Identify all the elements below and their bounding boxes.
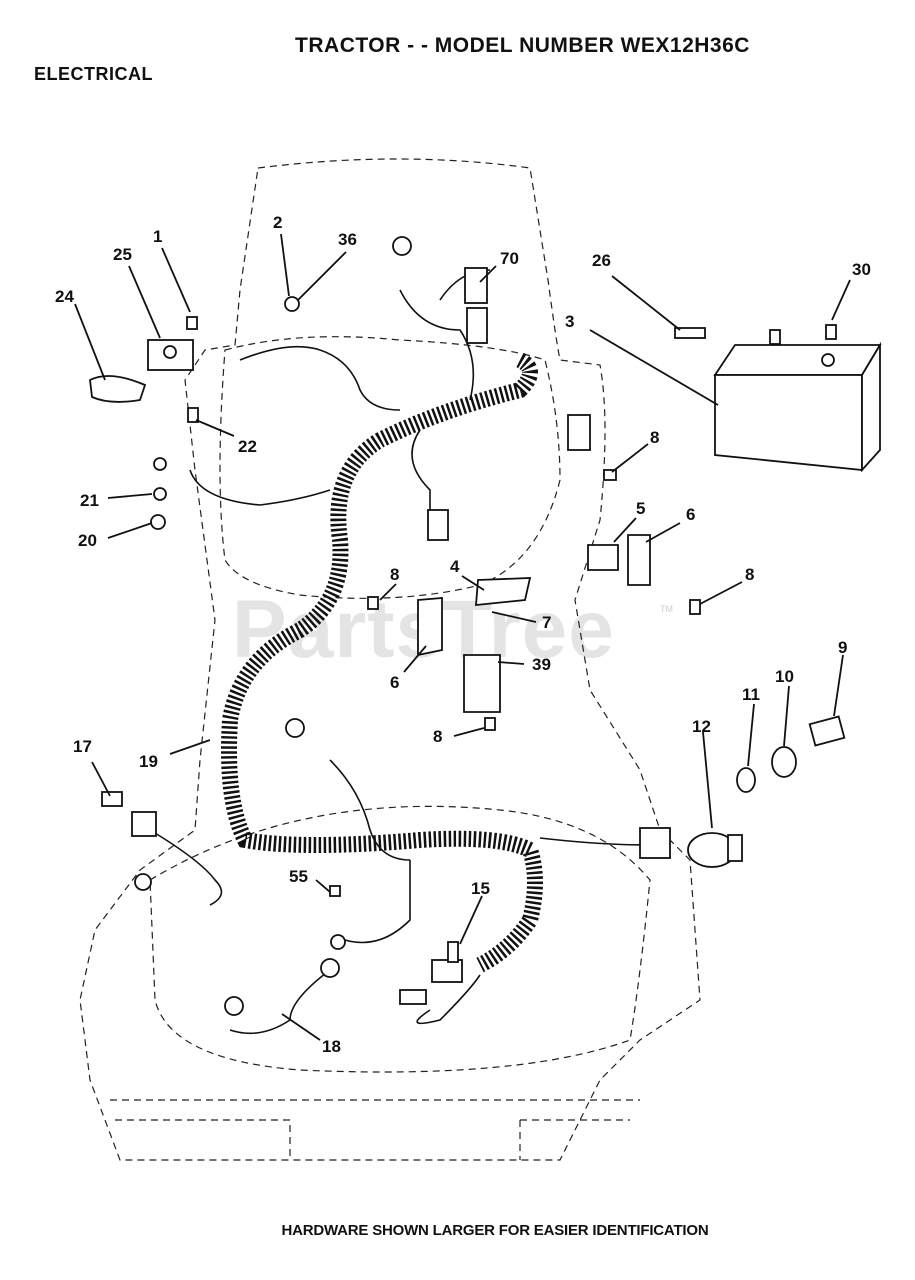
callout-20: 20 (78, 531, 97, 550)
callout-6b: 6 (390, 673, 399, 692)
callout-18: 18 (322, 1037, 341, 1056)
callout-15: 15 (471, 879, 490, 898)
callout-5: 5 (636, 499, 645, 518)
callout-labels: 1 2 3 4 5 6 6 7 8 8 8 8 9 10 11 12 15 17… (55, 213, 871, 1056)
connectors (101, 267, 671, 859)
callout-2: 2 (273, 213, 282, 232)
upper-wiring (149, 269, 491, 1035)
callout-30: 30 (852, 260, 871, 279)
callout-11: 11 (742, 685, 760, 704)
callout-4: 4 (450, 557, 460, 576)
brackets (417, 534, 651, 713)
ring-terminals (134, 236, 412, 1016)
callout-22: 22 (238, 437, 257, 456)
callout-8c: 8 (745, 565, 754, 584)
callout-70: 70 (500, 249, 519, 268)
section-label: ELECTRICAL (34, 64, 153, 84)
callout-10: 10 (775, 667, 794, 686)
bolts (186, 316, 837, 897)
callout-8a: 8 (650, 428, 659, 447)
watermark-tm: TM (660, 604, 673, 614)
diagram-title: TRACTOR - - MODEL NUMBER WEX12H36C (295, 34, 750, 57)
callout-39: 39 (532, 655, 551, 674)
seat-switch (399, 941, 463, 1005)
callout-25: 25 (113, 245, 132, 264)
ignition-switch (687, 832, 743, 868)
callout-8d: 8 (433, 727, 442, 746)
callout-1: 1 (153, 227, 162, 246)
callout-55: 55 (289, 867, 308, 886)
callout-12: 12 (692, 717, 711, 736)
callout-21: 21 (80, 491, 99, 510)
callout-26: 26 (592, 251, 611, 270)
battery (713, 329, 882, 473)
callout-9: 9 (838, 638, 847, 657)
callout-19: 19 (139, 752, 158, 771)
callout-6a: 6 (686, 505, 695, 524)
callout-7: 7 (542, 613, 551, 632)
callout-36: 36 (338, 230, 357, 249)
leader-lines (74, 233, 851, 1041)
callout-24: 24 (55, 287, 74, 306)
key (808, 715, 846, 747)
tractor-outline (79, 158, 701, 1161)
callout-3: 3 (565, 312, 574, 331)
callout-17: 17 (73, 737, 92, 756)
footer-note: HARDWARE SHOWN LARGER FOR EASIER IDENTIF… (281, 1222, 709, 1239)
solenoid (89, 339, 194, 403)
bezel-nut (736, 746, 797, 793)
callout-8b: 8 (390, 565, 399, 584)
